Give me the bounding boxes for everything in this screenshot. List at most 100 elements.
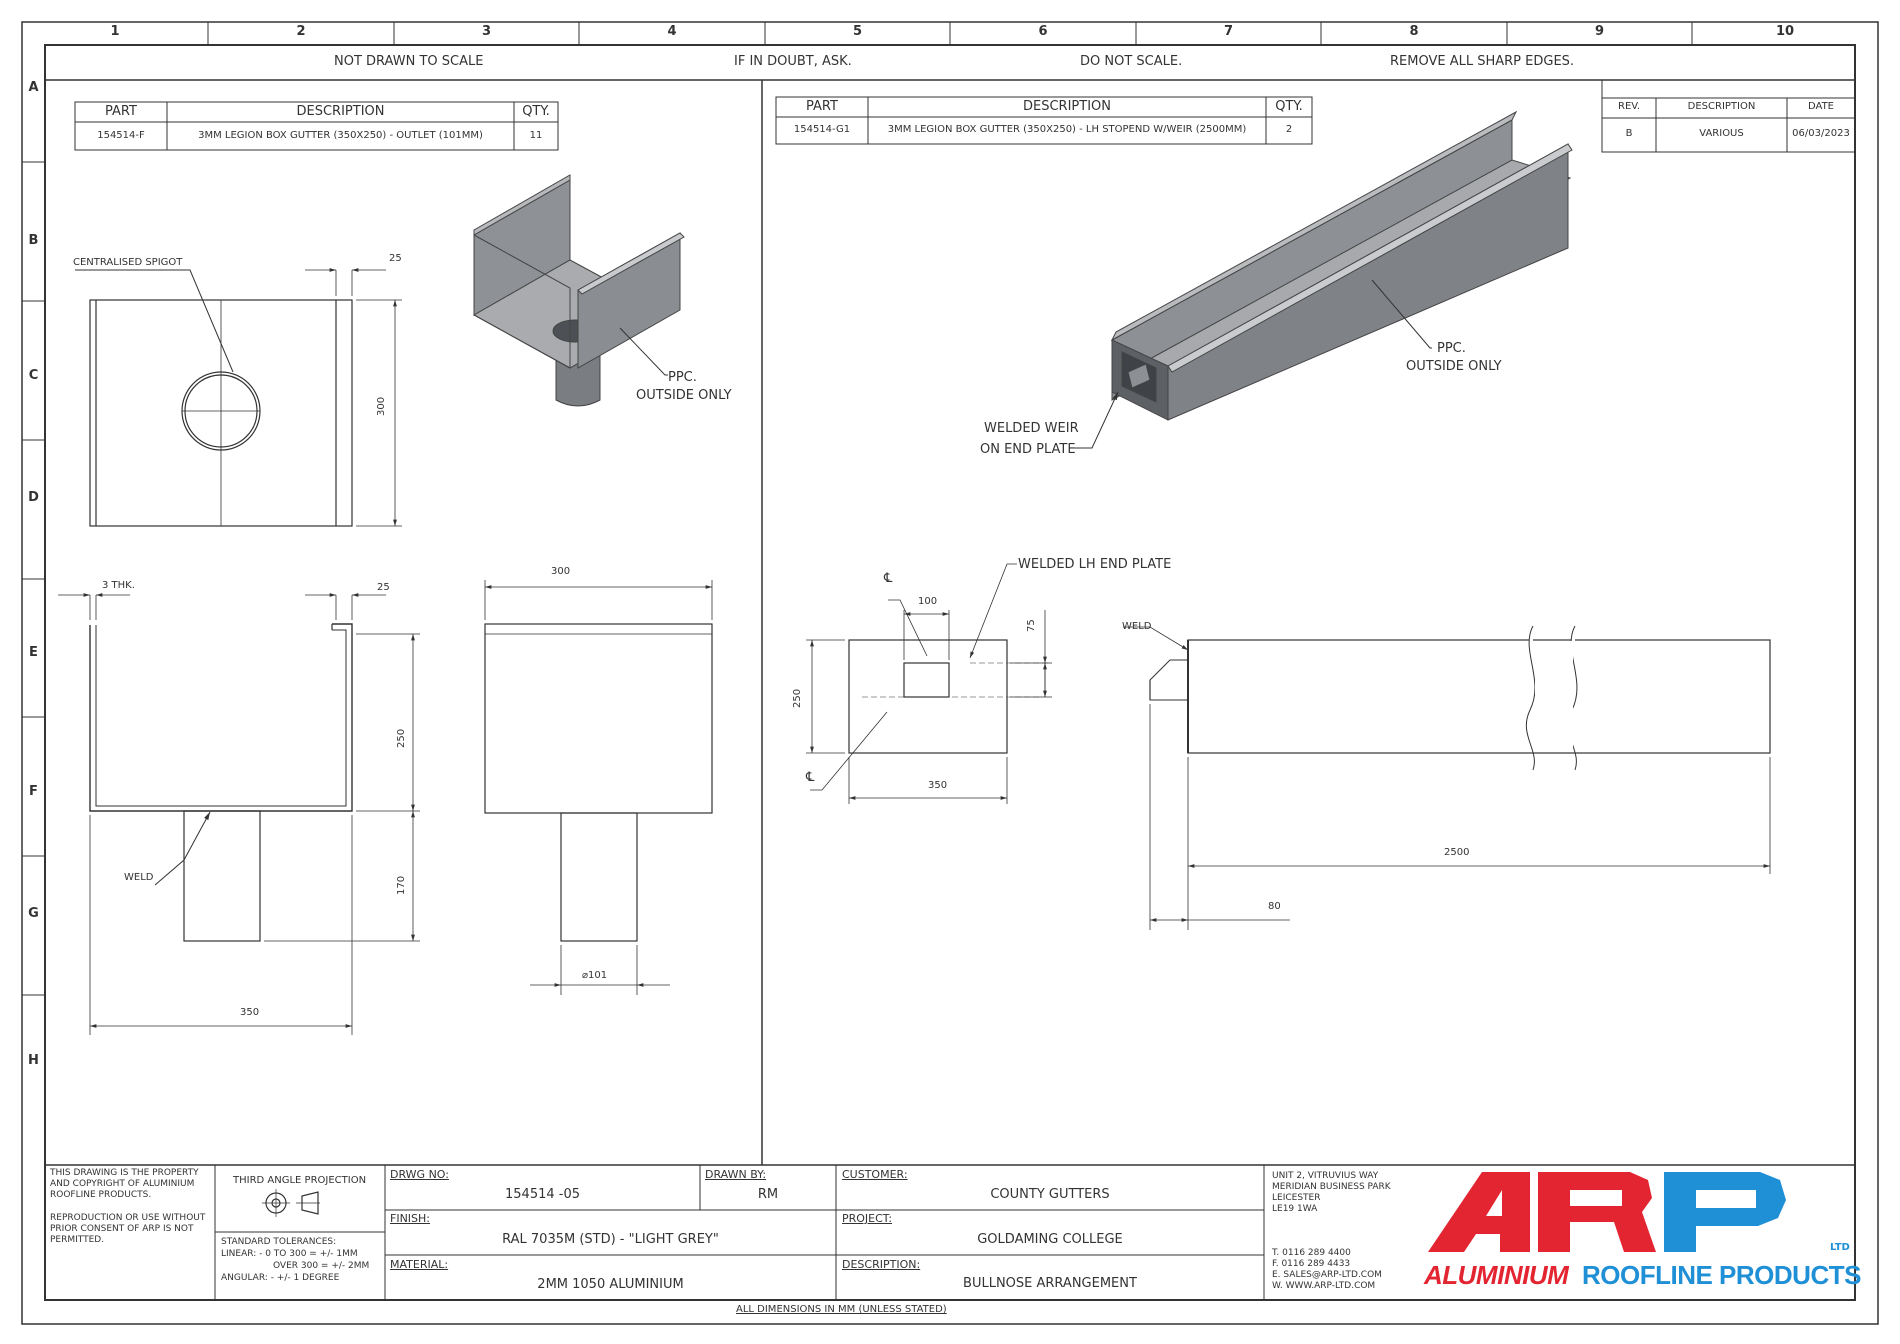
note-if-in-doubt: IF IN DOUBT, ASK. [734, 54, 852, 69]
row-letter-e: E [29, 645, 38, 660]
left-table-header-description: DESCRIPTION [296, 104, 385, 119]
column-number-2: 2 [296, 24, 306, 39]
column-number-1: 1 [110, 24, 120, 39]
label-3-thk: 3 THK. [102, 580, 135, 591]
rev-table-header-description: DESCRIPTION [1687, 101, 1756, 112]
rev-table-rev: B [1625, 128, 1633, 139]
outlet-front-view [484, 580, 713, 995]
customer-label: CUSTOMER: [842, 1168, 908, 1181]
arp-logo-mark [1428, 1172, 1786, 1252]
footer-all-dimensions: ALL DIMENSIONS IN MM (UNLESS STATED) [736, 1304, 947, 1315]
drawn-by-label: DRAWN BY: [705, 1168, 767, 1181]
outlet-side-section [58, 593, 420, 1035]
note-remove-sharp-edges: REMOVE ALL SHARP EDGES. [1390, 54, 1575, 69]
tolerance-linear-1: LINEAR: - 0 TO 300 = +/- 1MM [221, 1249, 358, 1259]
rev-table-date: 06/03/2023 [1792, 128, 1850, 139]
label-welded-end-plate: WELDED LH END PLATE [1018, 557, 1172, 572]
contact-fax: F. 0116 289 4433 [1272, 1259, 1351, 1269]
drwg-no-value: 154514 -05 [505, 1187, 580, 1202]
label-weld-left: WELD [124, 872, 154, 883]
left-table-header-part: PART [105, 104, 137, 119]
contact-phone: T. 0116 289 4400 [1272, 1248, 1351, 1258]
material-value: 2MM 1050 ALUMINIUM [537, 1277, 684, 1292]
right-table-header-qty: QTY. [1275, 99, 1303, 114]
centreline-top: ℄ [884, 571, 893, 586]
column-number-4: 4 [667, 24, 677, 39]
dim-25-lower: 25 [377, 582, 390, 593]
row-letter-g: G [28, 906, 39, 921]
left-table-qty: 11 [529, 130, 543, 141]
project-label: PROJECT: [842, 1212, 893, 1225]
column-number-5: 5 [852, 24, 863, 39]
property-note: THIS DRAWING IS THE PROPERTY AND COPYRIG… [50, 1168, 199, 1200]
rev-table-header-date: DATE [1807, 101, 1834, 112]
note-not-drawn-to-scale: NOT DRAWN TO SCALE [334, 54, 484, 69]
right-table-qty: 2 [1285, 124, 1293, 135]
label-welded-weir-1: WELDED WEIR [984, 421, 1079, 436]
row-letter-c: C [28, 368, 39, 383]
outlet-isometric [472, 174, 685, 407]
contact-email: E. SALES@ARP-LTD.COM [1272, 1270, 1382, 1280]
project-value: GOLDAMING COLLEGE [977, 1232, 1123, 1247]
third-angle-projection-icon [262, 1189, 320, 1217]
column-number-9: 9 [1594, 24, 1605, 39]
material-label: MATERIAL: [390, 1258, 449, 1271]
outlet-plan-view [75, 268, 402, 527]
description-value: BULLNOSE ARRANGEMENT [963, 1276, 1137, 1291]
address-line-2: MERIDIAN BUSINESS PARK [1272, 1182, 1391, 1192]
right-table-description: 3MM LEGION BOX GUTTER (350X250) - LH STO… [887, 124, 1247, 135]
left-table-header-qty: QTY. [522, 104, 550, 119]
label-ppc-right-2: OUTSIDE ONLY [1406, 359, 1502, 374]
left-table-description: 3MM LEGION BOX GUTTER (350X250) - OUTLET… [198, 130, 483, 141]
reproduction-note: REPRODUCTION OR USE WITHOUT PRIOR CONSEN… [50, 1213, 206, 1245]
dim-350-right: 350 [928, 780, 948, 791]
finish-value: RAL 7035M (STD) - "LIGHT GREY" [502, 1232, 719, 1247]
address-line-1: UNIT 2, VITRUVIUS WAY [1272, 1171, 1379, 1181]
right-table-header-part: PART [806, 99, 838, 114]
dim-350-left: 350 [240, 1007, 260, 1018]
column-number-8: 8 [1409, 24, 1419, 39]
logo-ltd: LTD [1830, 1242, 1850, 1253]
rev-table-header-rev: REV. [1618, 101, 1640, 112]
label-weld-right: WELD [1122, 621, 1152, 632]
row-letter-f: F [29, 784, 38, 799]
finish-label: FINISH: [390, 1212, 431, 1225]
row-letter-b: B [28, 233, 39, 248]
tolerance-angular: ANGULAR: - +/- 1 DEGREE [221, 1273, 340, 1283]
arp-logo [1428, 1172, 1786, 1252]
logo-aluminium: ALUMINIUM [1424, 1260, 1569, 1290]
end-plate-view [806, 563, 1052, 804]
customer-value: COUNTY GUTTERS [990, 1187, 1110, 1202]
dim-2500: 2500 [1444, 847, 1470, 858]
address-line-4: LE19 1WA [1272, 1204, 1318, 1214]
tolerances-title: STANDARD TOLERANCES: [221, 1237, 337, 1247]
label-centralised-spigot: CENTRALISED SPIGOT [73, 257, 183, 268]
label-ppc-left-1: PPC. [668, 370, 697, 385]
projection-label: THIRD ANGLE PROJECTION [233, 1175, 367, 1186]
description-label: DESCRIPTION: [842, 1258, 921, 1271]
column-number-7: 7 [1223, 24, 1234, 39]
gutter-side-elevation [1123, 625, 1771, 930]
dim-80: 80 [1268, 901, 1281, 912]
label-ppc-left-2: OUTSIDE ONLY [636, 388, 732, 403]
column-number-6: 6 [1038, 24, 1048, 39]
label-ppc-right-1: PPC. [1437, 341, 1466, 356]
drawn-by-value: RM [757, 1187, 779, 1202]
row-letter-d: D [28, 490, 39, 505]
drwg-no-label: DRWG NO: [390, 1168, 449, 1181]
row-letter-h: H [28, 1053, 39, 1068]
right-table-header-description: DESCRIPTION [1023, 99, 1111, 114]
note-do-not-scale: DO NOT SCALE. [1080, 54, 1183, 69]
label-welded-weir-2: ON END PLATE [980, 442, 1076, 457]
address-line-3: LEICESTER [1272, 1193, 1321, 1203]
dim-300-front: 300 [551, 566, 571, 577]
dim-25-top: 25 [389, 253, 402, 264]
contact-web: W. WWW.ARP-LTD.COM [1272, 1281, 1376, 1291]
column-number-10: 10 [1775, 24, 1795, 39]
logo-roofline-products: ROOFLINE PRODUCTS [1582, 1260, 1861, 1290]
